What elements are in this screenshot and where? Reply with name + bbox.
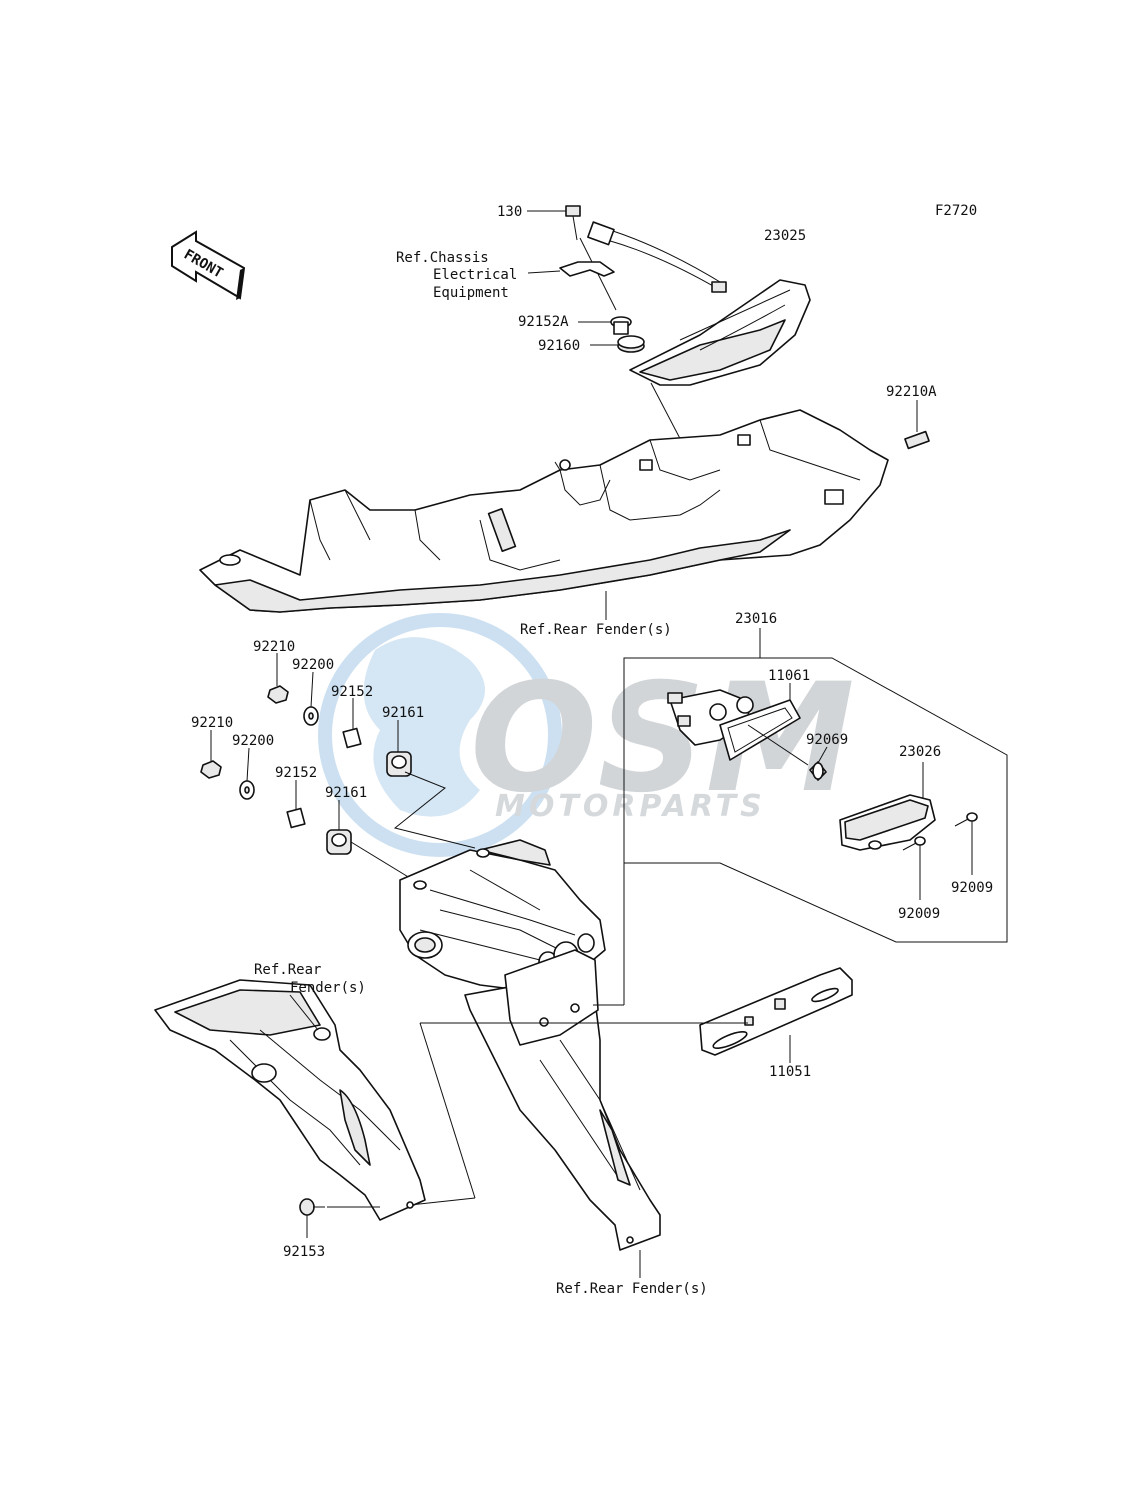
- reflector-bracket-11051: [699, 967, 853, 1063]
- label-92152-a: 92152: [331, 684, 373, 700]
- bolt-130: [527, 205, 617, 311]
- label-ref-chassis-2: Electrical: [433, 267, 517, 283]
- label-ref-rear-fender-top: Ref.Rear Fender(s): [520, 622, 672, 638]
- label-11061: 11061: [768, 668, 810, 684]
- label-92069: 92069: [806, 732, 848, 748]
- grommet-92160: [590, 335, 645, 353]
- clip-92210A: [904, 400, 930, 450]
- watermark-tagline: MOTORPARTS: [495, 789, 766, 824]
- label-92210-b: 92210: [191, 715, 233, 731]
- label-92210A: 92210A: [886, 384, 937, 400]
- label-92152A: 92152A: [518, 314, 569, 330]
- fender-bracket-left: [154, 979, 426, 1221]
- watermark-brand: OSM: [470, 652, 855, 826]
- diagram-code: F2720: [935, 203, 977, 219]
- label-23025: 23025: [764, 228, 806, 244]
- label-ref-chassis-3: Equipment: [433, 285, 509, 301]
- label-ref-chassis-1: Ref.Chassis: [396, 250, 489, 266]
- screw-icon: [954, 812, 978, 875]
- label-130: 130: [497, 204, 522, 220]
- bolt-92153: [299, 1198, 380, 1238]
- label-92160: 92160: [538, 338, 580, 354]
- rear-frame: [199, 409, 889, 613]
- wire-clamp: [559, 261, 615, 277]
- license-bracket: [399, 839, 661, 1251]
- label-11051: 11051: [769, 1064, 811, 1080]
- label-23016: 23016: [735, 611, 777, 627]
- tail-light-assembly: [587, 221, 811, 386]
- license-light-group-frame: [593, 628, 1008, 1006]
- label-ref-rear-fender-left-1: Ref.Rear: [254, 962, 321, 978]
- label-ref-rear-fender-left-2: Fender(s): [290, 980, 366, 996]
- screw-icon: [902, 836, 926, 900]
- label-92161-a: 92161: [382, 705, 424, 721]
- label-92009-b: 92009: [898, 906, 940, 922]
- label-92210-a: 92210: [253, 639, 295, 655]
- hardware-left: [200, 653, 476, 879]
- front-arrow-icon: FRONT: [171, 230, 246, 300]
- collar-92152A: [578, 316, 632, 335]
- label-92200-b: 92200: [232, 733, 274, 749]
- label-92200-a: 92200: [292, 657, 334, 673]
- osm-watermark: OSM MOTORPARTS: [318, 613, 855, 857]
- label-ref-rear-fender-bottom: Ref.Rear Fender(s): [556, 1281, 708, 1297]
- label-92009-a: 92009: [951, 880, 993, 896]
- label-92161-b: 92161: [325, 785, 367, 801]
- part-labels: 130 23025 Ref.Chassis Electrical Equipme…: [191, 204, 993, 1297]
- label-92152-b: 92152: [275, 765, 317, 781]
- label-23026: 23026: [899, 744, 941, 760]
- label-92153: 92153: [283, 1244, 325, 1260]
- license-light-components: [667, 683, 978, 900]
